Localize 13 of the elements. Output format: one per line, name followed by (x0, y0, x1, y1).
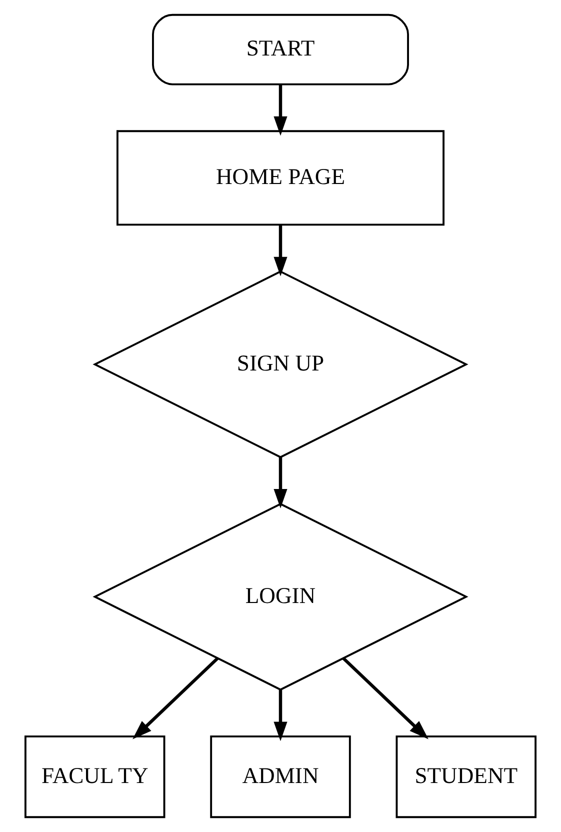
arrow (342, 657, 428, 740)
node-box: START (152, 14, 409, 86)
arrow (132, 657, 219, 740)
node-diamond: LOGIN (92, 502, 468, 691)
arrow (274, 224, 288, 276)
arrow (274, 457, 288, 508)
arrow (274, 690, 288, 742)
node-box: FACUL TY (24, 735, 166, 818)
node-box: ADMIN (210, 735, 351, 818)
node-diamond: SIGN UP (92, 270, 468, 458)
node-box: HOME PAGE (116, 130, 444, 226)
arrow (274, 84, 288, 136)
node-box: STUDENT (396, 735, 537, 818)
